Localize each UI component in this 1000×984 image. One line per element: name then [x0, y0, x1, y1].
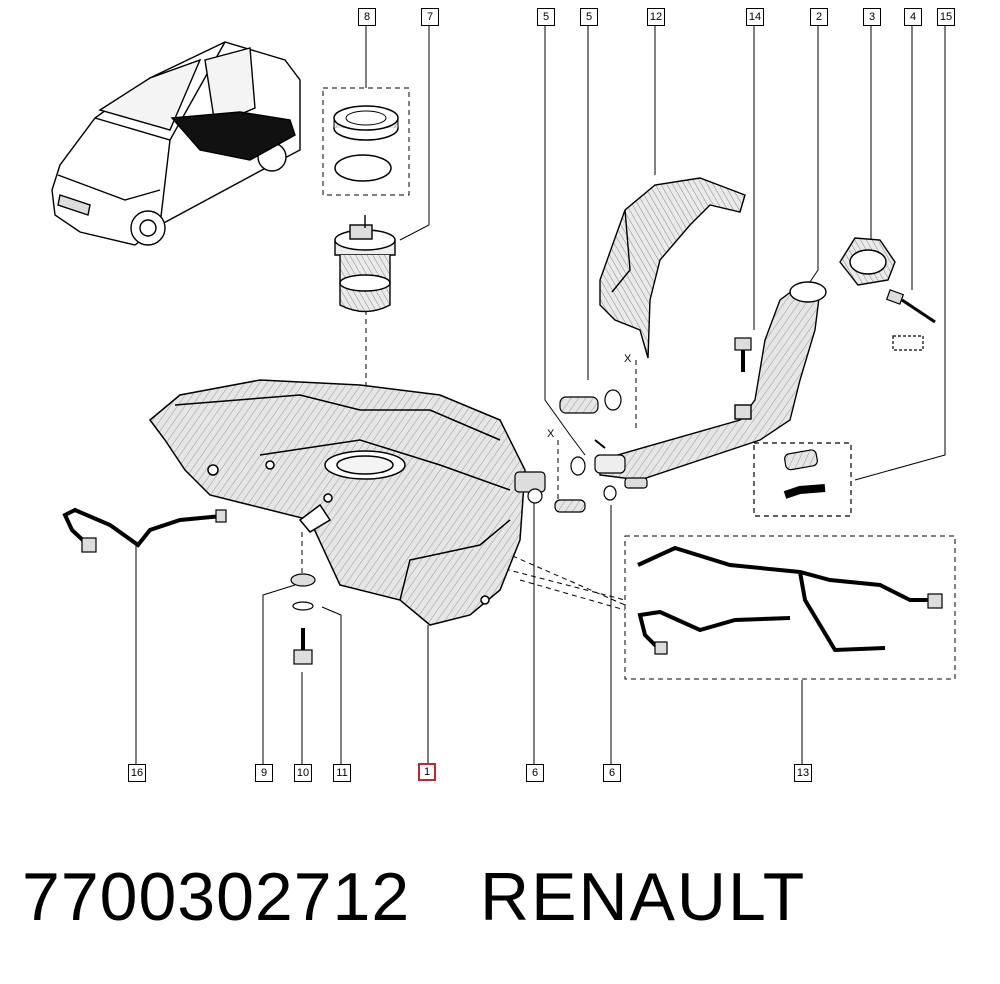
callout-6-right: 6	[603, 764, 621, 782]
filler-housing	[839, 237, 896, 286]
fuel-pump	[334, 215, 396, 313]
hoses-clips	[514, 389, 648, 513]
pipe-group	[624, 535, 956, 680]
callout-13: 13	[794, 764, 812, 782]
callout-5-left: 5	[537, 8, 555, 26]
filler-neck	[599, 281, 827, 481]
exploded-parts-diagram: X X	[51, 24, 956, 764]
screw	[885, 289, 936, 351]
x-marker-upper: X	[624, 353, 632, 365]
callout-2: 2	[810, 8, 828, 26]
callout-8: 8	[358, 8, 376, 26]
brand-name: RENAULT	[480, 859, 807, 935]
callout-14: 14	[746, 8, 764, 26]
pump-ring-group	[322, 87, 410, 196]
callout-3: 3	[863, 8, 881, 26]
x-marker-lower: X	[547, 428, 555, 440]
fixings	[290, 573, 316, 665]
callout-9: 9	[255, 764, 273, 782]
callout-1-highlighted: 1	[418, 763, 436, 781]
callout-7: 7	[421, 8, 439, 26]
part-number: 7700302712	[22, 859, 411, 935]
callout-6-left: 6	[526, 764, 544, 782]
callout-10: 10	[294, 764, 312, 782]
hose-kit	[753, 442, 852, 517]
bolt	[734, 337, 752, 372]
callout-12: 12	[647, 8, 665, 26]
vehicle-thumbnail	[51, 41, 301, 246]
fuel-tank	[148, 379, 526, 626]
callout-4: 4	[904, 8, 922, 26]
leader-lines	[135, 24, 946, 764]
callout-15: 15	[937, 8, 955, 26]
pipe-left	[62, 507, 227, 553]
callout-11: 11	[333, 764, 351, 782]
callout-16: 16	[128, 764, 146, 782]
callout-5-right: 5	[580, 8, 598, 26]
dashed-guides	[301, 310, 637, 611]
heat-shield	[599, 177, 746, 359]
